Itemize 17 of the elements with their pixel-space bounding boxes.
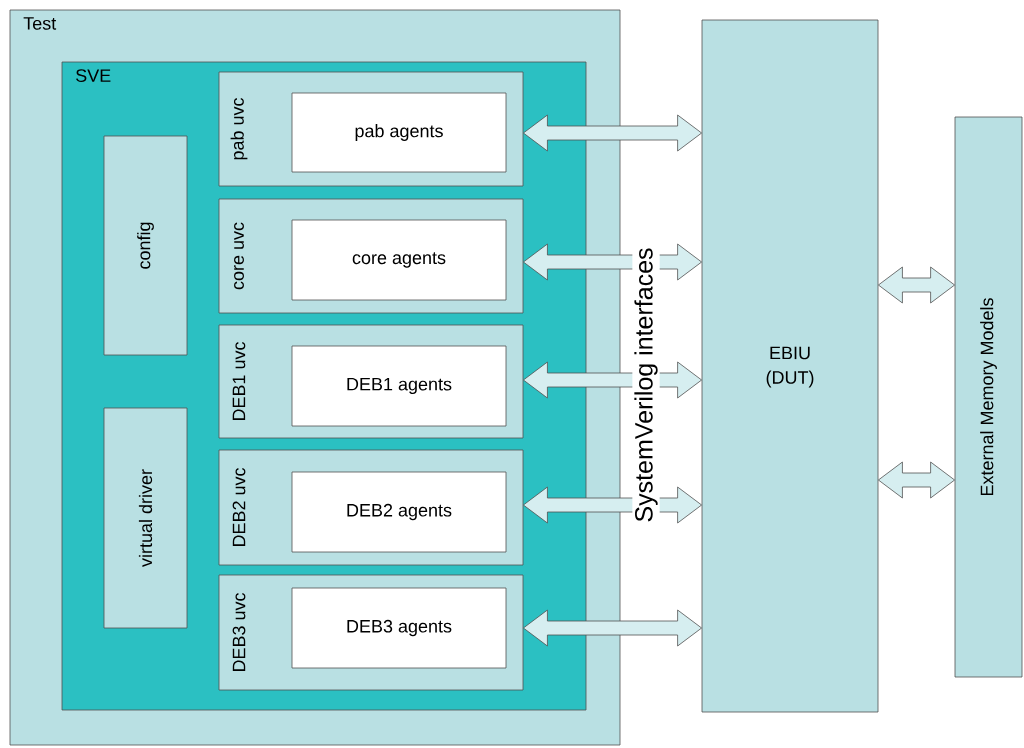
double-arrow xyxy=(523,361,702,399)
agents-box: DEB3 agents xyxy=(291,587,507,669)
double-arrow xyxy=(523,609,702,647)
interface-label: SystemVerilog interfaces xyxy=(632,245,660,525)
agents-box: DEB2 agents xyxy=(291,471,507,553)
double-arrow xyxy=(523,114,702,152)
agents-box: pab agents xyxy=(291,92,507,173)
dut-box: EBIU (DUT) xyxy=(701,19,879,713)
double-arrow xyxy=(878,461,955,499)
double-arrow xyxy=(523,486,702,524)
double-arrow xyxy=(878,266,955,304)
agents-box: DEB1 agents xyxy=(291,345,507,427)
memory-box: External Memory Models xyxy=(954,116,1023,678)
double-arrow xyxy=(523,243,702,281)
config-box: config xyxy=(103,135,188,356)
agents-box: core agents xyxy=(291,219,507,301)
driver-box: virtual driver xyxy=(103,407,188,629)
